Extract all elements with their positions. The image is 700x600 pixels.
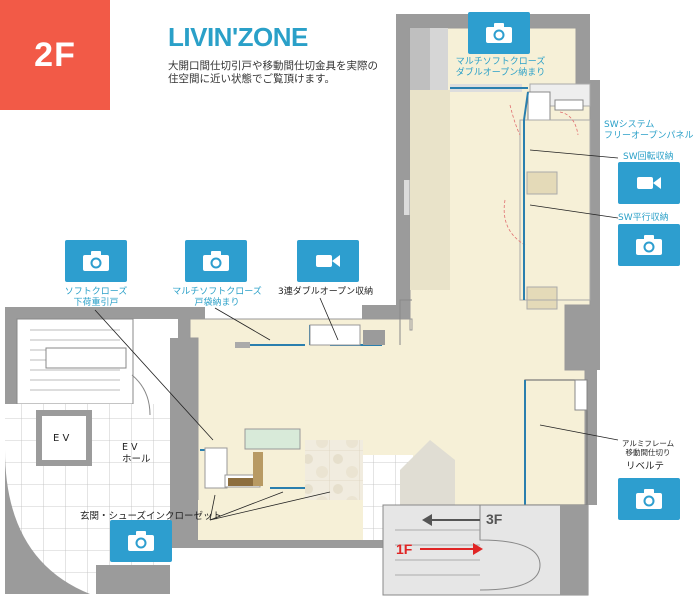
label-ev: E V: [53, 433, 70, 444]
stair-arrows: [420, 514, 483, 555]
floor-badge-label: 2F: [34, 35, 76, 74]
camera-icon: [203, 251, 229, 271]
video-camera-icon: [637, 177, 661, 189]
leader-lines: [94, 149, 619, 521]
photo-button-liberte[interactable]: [618, 478, 680, 520]
label-sw-system: SWシステム フリーオープンパネル: [604, 120, 694, 141]
label-liberte: リベルテ: [626, 461, 665, 472]
label-sw-rotate: SW回転収納: [623, 152, 674, 162]
camera-icon: [636, 489, 662, 509]
camera-icon: [128, 531, 154, 551]
camera-icon: [83, 251, 109, 271]
interior-fixtures: [198, 324, 455, 540]
label-multi-soft-double: マルチソフトクローズ ダブルオープン納まり: [455, 57, 546, 78]
video-button-sw-rotate[interactable]: [618, 162, 680, 204]
photo-button-multi-soft-pocket[interactable]: [185, 240, 247, 282]
camera-icon: [486, 23, 512, 43]
floor-area: [189, 27, 591, 541]
photo-button-entrance-closet[interactable]: [110, 520, 172, 562]
video-camera-icon: [316, 255, 340, 267]
description-text: 大開口間仕切引戸や移動間仕切金具を実際の住空間に近い状態でご覧頂けます。: [168, 60, 378, 85]
stairwell: [382, 504, 589, 596]
video-button-triple-double-open[interactable]: [297, 240, 359, 282]
label-ev-hall: E V ホール: [122, 442, 151, 465]
stair-up-label: 3F: [486, 511, 503, 527]
label-entrance-closet: 玄関・シューズインクローゼット: [80, 511, 223, 522]
floor-badge: 2F: [0, 0, 110, 110]
label-triple-double-open: 3連ダブルオープン収納: [278, 287, 374, 297]
photo-button-soft-close-hanging[interactable]: [65, 240, 127, 282]
label-sw-parallel: SW平行収納: [618, 213, 669, 223]
label-aluminum-frame: アルミフレーム 移動間仕切り: [621, 439, 675, 457]
label-soft-close-hanging: ソフトクローズ 下荷重引戸: [64, 287, 128, 308]
camera-icon: [636, 235, 662, 255]
brand-title: LIVIN'ZONE: [168, 22, 308, 52]
stair-down-label: 1F: [396, 541, 413, 557]
label-multi-soft-pocket: マルチソフトクローズ 戸袋納まり: [172, 287, 262, 308]
photo-button-multi-soft-double[interactable]: [468, 12, 530, 54]
photo-button-sw-parallel[interactable]: [618, 224, 680, 266]
core-area: [5, 318, 170, 594]
